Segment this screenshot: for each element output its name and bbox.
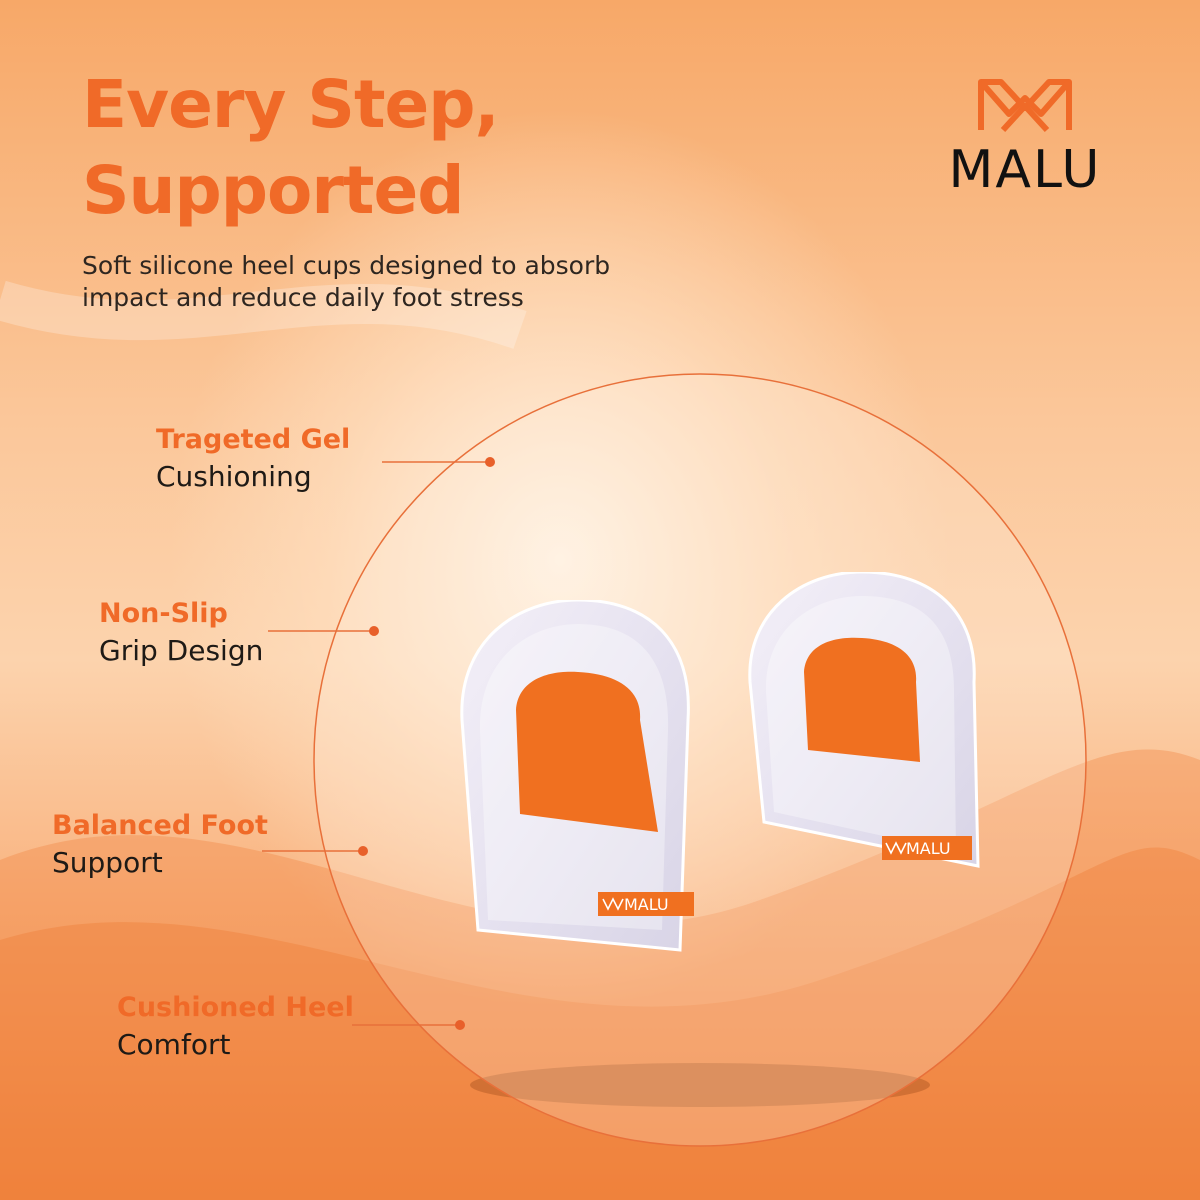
callout-dot	[369, 626, 379, 636]
feature-subtitle: Support	[52, 846, 163, 879]
callout-dot	[455, 1020, 465, 1030]
malu-logo-icon	[978, 79, 1072, 133]
headline: Every Step, Supported	[82, 62, 500, 234]
heel-cup-left: MALU	[460, 600, 694, 952]
heel-cup-right: MALU	[748, 572, 980, 868]
feature-subtitle: Comfort	[117, 1028, 231, 1061]
headline-line-1: Every Step,	[82, 66, 500, 143]
feature-subtitle: Grip Design	[99, 634, 264, 667]
brand-logo: MALU	[945, 74, 1105, 200]
feature-balanced-foot: Balanced Foot Support	[52, 808, 268, 882]
product-badge-text: MALU	[906, 839, 951, 858]
feature-cushioned-heel: Cushioned Heel Comfort	[117, 990, 354, 1064]
feature-targeted-gel: Trageted Gel Cushioning	[156, 422, 350, 496]
subtitle: Soft silicone heel cups designed to abso…	[82, 250, 682, 314]
feature-title: Balanced Foot	[52, 810, 268, 841]
headline-line-2: Supported	[82, 152, 464, 229]
subtitle-line-2: impact and reduce daily foot stress	[82, 283, 524, 312]
feature-title: Cushioned Heel	[117, 992, 354, 1023]
feature-subtitle: Cushioning	[156, 460, 312, 493]
feature-non-slip: Non-Slip Grip Design	[99, 596, 263, 670]
product-badge	[598, 892, 694, 916]
subtitle-line-1: Soft silicone heel cups designed to abso…	[82, 251, 611, 280]
callout-dot	[485, 457, 495, 467]
product-badge-text: MALU	[624, 895, 669, 914]
feature-title: Non-Slip	[99, 598, 228, 629]
callout-dot	[358, 846, 368, 856]
brand-name: MALU	[948, 140, 1102, 200]
product-badge	[882, 836, 972, 860]
feature-title: Trageted Gel	[156, 424, 351, 455]
